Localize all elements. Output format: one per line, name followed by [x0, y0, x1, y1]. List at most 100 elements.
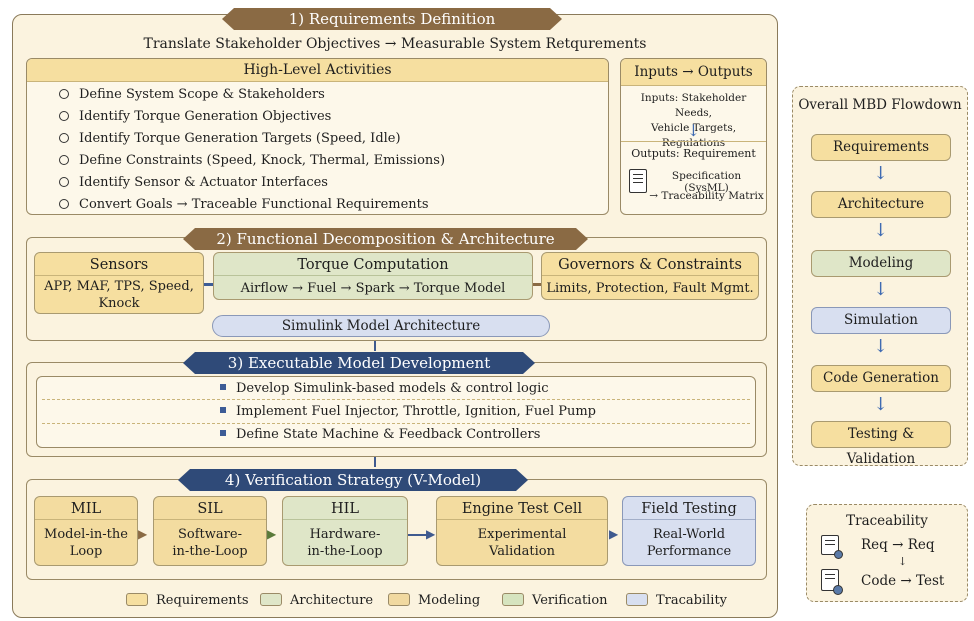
flowdown-code-generation: Code Generation: [811, 365, 951, 392]
connector: [204, 283, 214, 286]
legend-swatch: [388, 593, 410, 606]
mil-card: MIL Model-in-the Loop: [34, 496, 138, 566]
sensors-body-line1: APP, MAF, TPS, Speed,: [44, 279, 194, 294]
legend-modeling: Modeling: [388, 593, 480, 608]
flowdown-panel: Overall MBD Flowdown Requirements ↓ Arch…: [792, 86, 968, 467]
trace-row2: Code → Test: [861, 573, 945, 589]
engine-test-body1: Experimental: [477, 527, 567, 542]
circle-bullet-icon: [59, 155, 69, 165]
io-title: Inputs → Outputs: [621, 59, 766, 86]
legend-swatch: [502, 593, 524, 606]
governors-title: Governors & Constraints: [542, 253, 758, 276]
activity-item: Define System Scope & Stakeholders: [59, 87, 325, 102]
flowdown-architecture: Architecture: [811, 191, 951, 218]
flowdown-title: Overall MBD Flowdown: [798, 97, 962, 113]
inputs-text: Inputs: Stakeholder Needs, Vehicle Targe…: [640, 92, 747, 149]
sil-title: SIL: [154, 497, 266, 520]
section3-inner: [36, 376, 756, 448]
bullet-item: Implement Fuel Injector, Throttle, Ignit…: [220, 404, 596, 419]
circle-bullet-icon: [59, 133, 69, 143]
trace-row1: Req → Req: [861, 537, 935, 553]
activity-item: Identify Torque Generation Objectives: [59, 109, 331, 124]
hil-body2: in-the-Loop: [307, 544, 383, 559]
activities-title: High-Level Activities: [27, 59, 608, 82]
down-arrow-icon: ↓: [873, 163, 889, 184]
mil-title: MIL: [35, 497, 137, 520]
circle-bullet-icon: [59, 111, 69, 121]
connector: [408, 534, 428, 536]
right-arrow-icon: ▶: [138, 527, 148, 541]
square-bullet-icon: [220, 407, 226, 413]
torque-card: Torque Computation Airflow → Fuel → Spar…: [213, 252, 533, 300]
io-box: Inputs → Outputs Inputs: Stakeholder Nee…: [620, 58, 767, 215]
right-arrow-icon: ▶: [609, 527, 619, 541]
down-arrow-icon: ↓: [898, 555, 908, 568]
divider: [42, 399, 750, 400]
hil-body1: Hardware-: [309, 527, 381, 542]
sil-card: SIL Software- in-the-Loop: [153, 496, 267, 566]
connector: [533, 283, 542, 286]
section1-subtitle: Translate Stakeholder Objectives → Measu…: [143, 36, 647, 52]
outputs-line2: Specification (SysML): [671, 170, 742, 194]
section4-banner: 4) Verification Strategy (V-Model): [178, 469, 528, 491]
flowdown-modeling: Modeling: [811, 250, 951, 277]
down-arrow-icon: ↓: [873, 279, 889, 300]
circle-bullet-icon: [59, 177, 69, 187]
code-doc-icon: [821, 569, 843, 595]
sil-body1: Software-: [178, 527, 242, 542]
circle-bullet-icon: [59, 199, 69, 209]
engine-test-card: Engine Test Cell Experimental Validation: [436, 496, 608, 566]
governors-body: Limits, Protection, Fault Mgmt.: [546, 281, 754, 296]
hil-card: HIL Hardware- in-the-Loop: [282, 496, 408, 566]
legend-tracability: Tracability: [626, 593, 727, 608]
engine-test-title: Engine Test Cell: [437, 497, 607, 520]
torque-body: Airflow → Fuel → Spark → Torque Model: [240, 281, 506, 296]
requirement-doc-icon: [821, 535, 843, 559]
field-testing-body1: Real-World: [652, 527, 726, 542]
right-arrow-icon: ▶: [426, 527, 436, 541]
simulink-pill: Simulink Model Architecture: [212, 315, 550, 337]
legend-swatch: [126, 593, 148, 606]
legend-swatch: [260, 593, 282, 606]
section1-banner: 1) Requirements Definition: [222, 8, 562, 30]
section3-banner: 3) Executable Model Development: [183, 352, 535, 374]
legend-swatch: [626, 593, 648, 606]
activity-item: Define Constraints (Speed, Knock, Therma…: [59, 153, 445, 168]
sensors-title: Sensors: [35, 253, 203, 276]
circle-bullet-icon: [59, 89, 69, 99]
down-arrow-icon: ↓: [873, 336, 889, 357]
flowdown-testing-validation: Testing & Validation: [811, 421, 951, 467]
sensors-body-line2: Knock: [98, 296, 140, 311]
legend-verification: Verification: [502, 593, 608, 608]
sil-body2: in-the-Loop: [172, 544, 248, 559]
divider: [42, 423, 750, 424]
bullet-item: Develop Simulink-based models & control …: [220, 381, 549, 396]
square-bullet-icon: [220, 430, 226, 436]
torque-title: Torque Computation: [214, 253, 532, 276]
connector-down: [374, 341, 376, 351]
legend-architecture: Architecture: [260, 593, 373, 608]
engine-test-body2: Validation: [489, 544, 555, 559]
activity-item: Convert Goals → Traceable Functional Req…: [59, 197, 429, 212]
mil-body2: Loop: [69, 544, 103, 559]
down-arrow-icon: ↓: [686, 121, 701, 140]
document-icon: [629, 169, 647, 193]
down-arrow-icon: ↓: [873, 220, 889, 241]
mil-body1: Model-in-the: [44, 527, 128, 542]
connector-down: [374, 457, 376, 467]
traceability-panel: Traceability Req → Req ↓ Code → Test: [806, 504, 968, 602]
activities-box: High-Level Activities Define System Scop…: [26, 58, 609, 215]
flowdown-simulation: Simulation: [811, 307, 951, 334]
field-testing-card: Field Testing Real-World Performance: [622, 496, 756, 566]
io-divider: [621, 141, 766, 142]
field-testing-body2: Performance: [646, 544, 732, 559]
bullet-item: Define State Machine & Feedback Controll…: [220, 427, 540, 442]
activity-item: Identify Sensor & Actuator Interfaces: [59, 175, 328, 190]
sensors-card: Sensors APP, MAF, TPS, Speed, Knock: [34, 252, 204, 314]
outputs-line1: Outputs: Requirement: [631, 147, 756, 160]
activity-item: Identify Torque Generation Targets (Spee…: [59, 131, 401, 146]
traceability-title: Traceability: [846, 513, 928, 529]
field-testing-title: Field Testing: [623, 497, 755, 520]
right-arrow-icon: ▶: [267, 527, 277, 541]
governors-card: Governors & Constraints Limits, Protecti…: [541, 252, 759, 300]
